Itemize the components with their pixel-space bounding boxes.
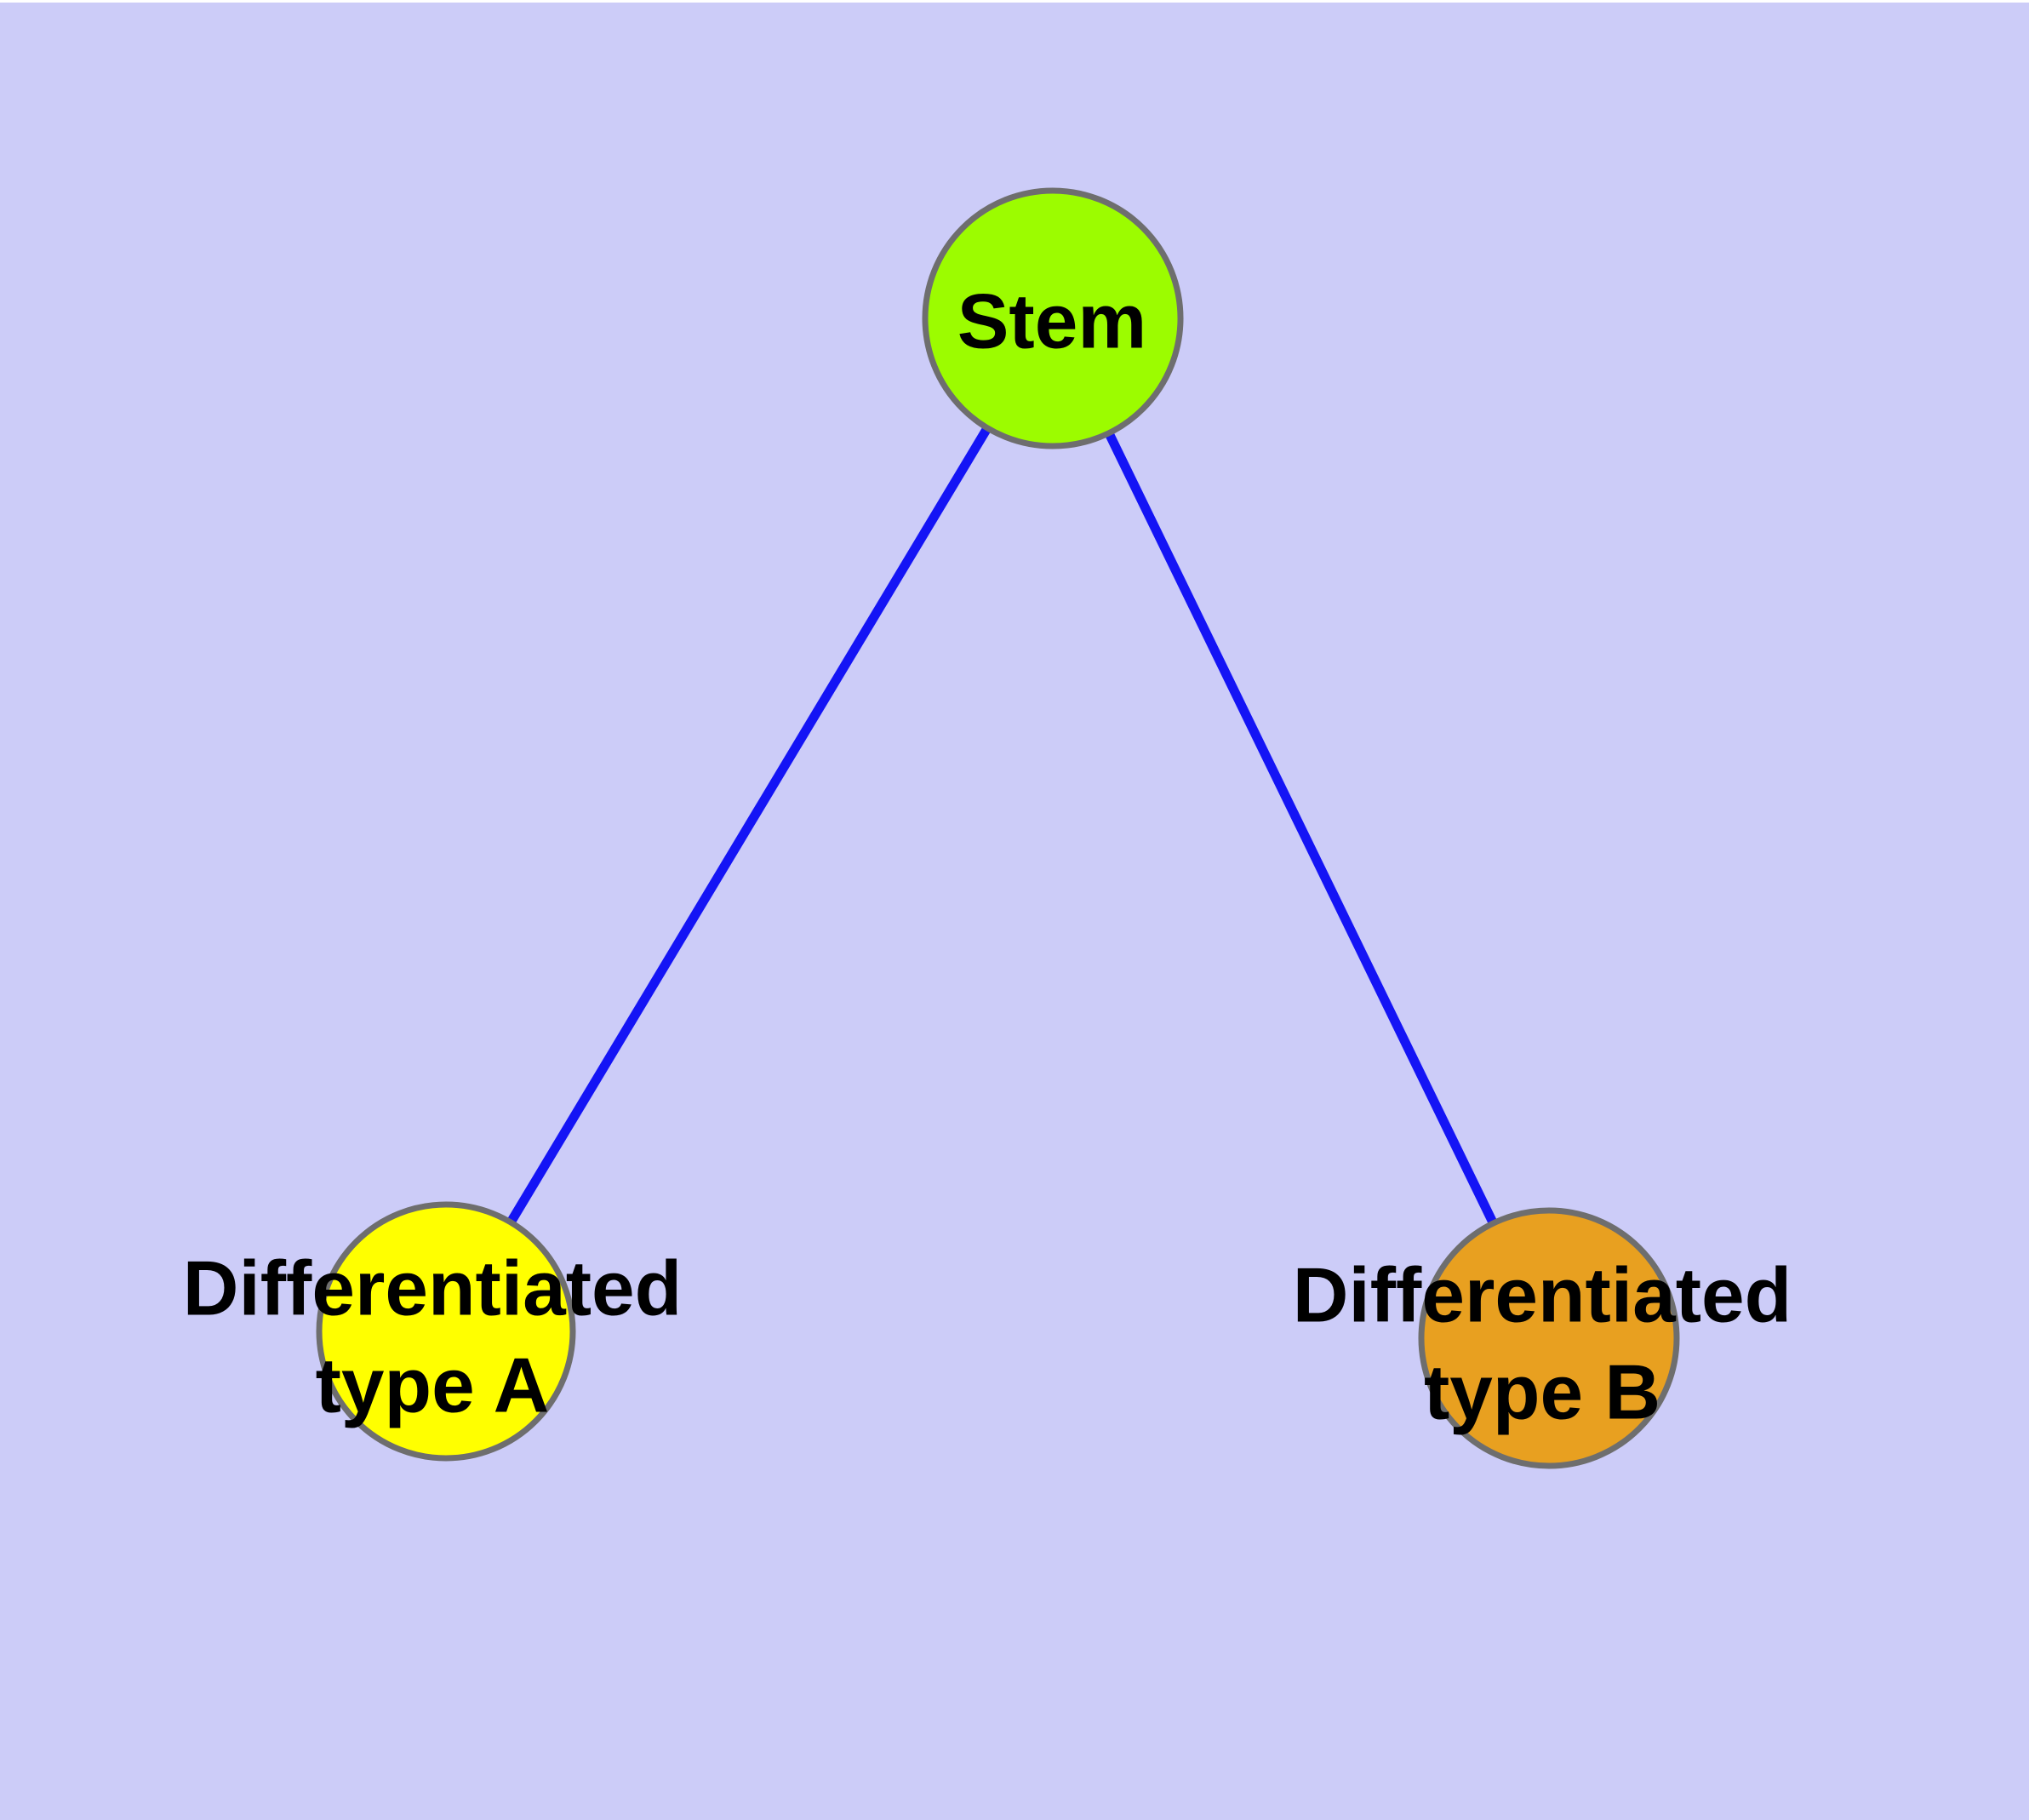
top-margin-strip	[0, 0, 2029, 3]
node-stem	[922, 187, 1184, 449]
edge-stem-to-type-b	[1105, 431, 1498, 1227]
node-differentiated-type-a-label-line1: Differentiated	[183, 1246, 683, 1332]
node-differentiated-type-a	[316, 1201, 576, 1462]
node-stem-label: Stem	[957, 279, 1147, 365]
node-differentiated-type-b-label-line2: type B	[1424, 1350, 1660, 1436]
node-differentiated-type-b-label-line1: Differentiated	[1293, 1253, 1792, 1339]
edge-stem-to-type-a	[506, 426, 992, 1225]
node-differentiated-type-a-label-line2: type A	[316, 1343, 550, 1429]
node-differentiated-type-b	[1418, 1207, 1680, 1469]
